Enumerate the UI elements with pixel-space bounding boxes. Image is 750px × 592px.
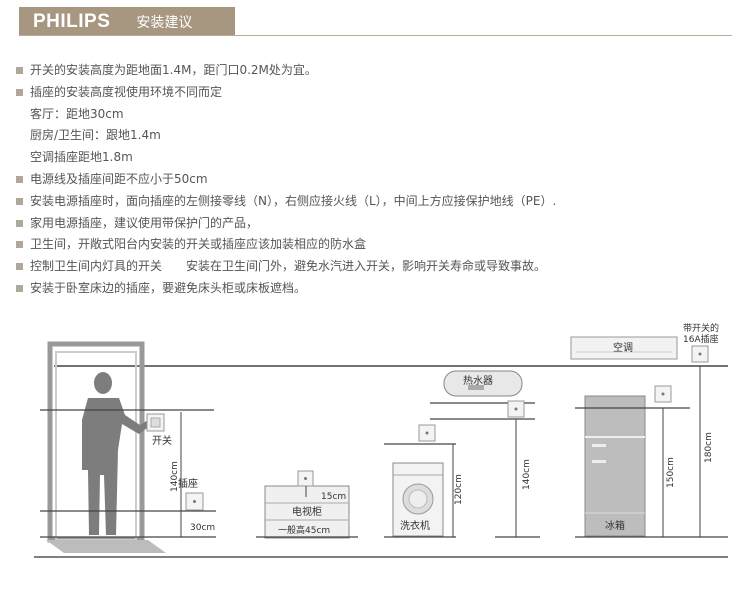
dim-120-text: 120cm <box>454 474 464 505</box>
fridge-socket-icon <box>654 385 672 403</box>
note-item: 安装于卧室床边的插座，要避免床头柜或床板遮档。 <box>16 278 736 300</box>
water-heater <box>443 370 523 397</box>
ac-socket-icon <box>691 345 709 363</box>
note-item: 安装电源插座时，面向插座的左侧接零线（N），右侧应接火线（L），中间上方应接保护… <box>16 191 736 213</box>
note-item: 厨房/卫生间：跟地1.4m <box>30 128 161 143</box>
installation-notes: 开关的安装高度为距地面1.4M，距门口0.2M处为宜。插座的安装高度视使用环境不… <box>16 60 736 300</box>
washing-machine <box>392 462 444 537</box>
dim-180-text: 180cm <box>704 432 714 463</box>
page-title: 安装建议 <box>136 14 193 31</box>
ac-label: 空调 <box>613 341 633 354</box>
note-item: 卫生间，开敞式阳台内安装的开关或插座应该加装相应的防水盒 <box>16 234 736 256</box>
dim-15-text: 15cm <box>321 492 346 502</box>
fridge-label: 冰箱 <box>605 519 625 532</box>
socket-label: 插座 <box>178 477 198 490</box>
refrigerator <box>584 395 646 537</box>
note-item: 开关的安装高度为距地面1.4M，距门口0.2M处为宜。 <box>16 60 736 82</box>
switch-label: 开关 <box>152 434 172 447</box>
washer-label: 洗衣机 <box>400 519 430 532</box>
heater-socket-icon <box>507 400 525 418</box>
dim-140b-text: 140cm <box>522 459 532 490</box>
note-item: 空调插座距地1.8m <box>30 150 133 165</box>
note-item: 控制卫生间内灯具的开关 安装在卫生间门外，避免水汽进入开关，影响开关寿命或导致事… <box>16 256 736 278</box>
switch-icon <box>146 413 165 432</box>
note-item: 客厅：距地30cm <box>30 106 124 121</box>
note-item: 插座的安装高度视使用环境不同而定 <box>16 82 736 104</box>
socket-icon <box>185 492 204 511</box>
dim-150-text: 150cm <box>666 457 676 488</box>
air-conditioner <box>570 336 678 360</box>
tv-socket-icon <box>297 470 314 487</box>
note-item: 电源线及插座间距不应小于50cm <box>16 169 736 191</box>
tv-cabinet-label: 电视柜 <box>292 505 322 518</box>
washer-socket-icon <box>418 424 436 442</box>
dim-30-text: 30cm <box>190 523 215 533</box>
dim-140-text: 140cm <box>170 461 180 492</box>
ac-socket-label-1: 带开关的 <box>683 322 719 334</box>
floor-shadow <box>46 540 166 553</box>
person-silhouette-icon <box>82 372 151 535</box>
note-item: 家用电源插座，建议使用带保护门的产品， <box>16 213 736 235</box>
tv-cabinet <box>264 485 350 539</box>
tv-height-label: 一般高45cm <box>278 524 330 536</box>
ac-socket-label-2: 16A插座 <box>683 333 719 345</box>
header-banner: PHILIPS 安装建议 <box>19 7 235 36</box>
header-rule <box>19 35 732 36</box>
heater-label: 热水器 <box>463 374 493 387</box>
brand-logo: PHILIPS <box>33 10 111 32</box>
